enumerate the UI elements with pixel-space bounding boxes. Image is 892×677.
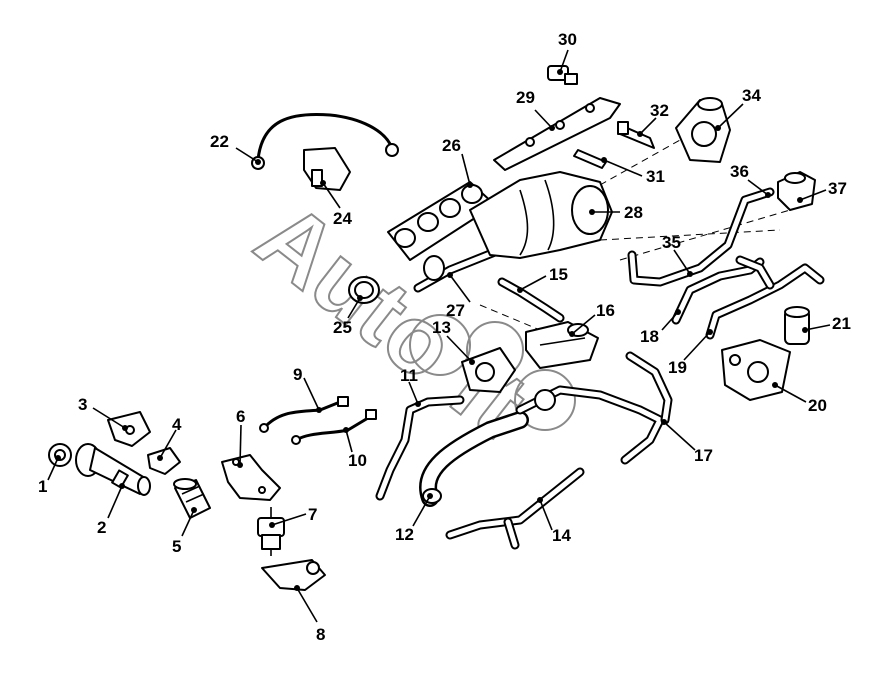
part-21-valve xyxy=(784,306,810,345)
callout-35: 35 xyxy=(662,233,681,252)
part-29-fuel-rail xyxy=(493,97,621,171)
part-28-intake-manifold xyxy=(469,171,613,259)
part-13-thermostat-housing xyxy=(461,347,516,393)
callout-2: 2 xyxy=(97,518,106,537)
part-5-filter xyxy=(173,478,211,519)
callout-24: 24 xyxy=(333,209,352,228)
callout-32: 32 xyxy=(650,101,669,120)
part-14-hose xyxy=(445,467,585,550)
part-6-mount-bracket xyxy=(221,454,281,501)
callout-25: 25 xyxy=(333,318,352,337)
callout-1: 1 xyxy=(38,477,47,496)
callout-20: 20 xyxy=(808,396,827,415)
part-15-pipe xyxy=(497,277,565,323)
part-19-hose xyxy=(705,263,825,340)
callout-12: 12 xyxy=(395,525,414,544)
part-22-cable xyxy=(251,112,399,170)
callout-labels: 1 2 3 4 5 6 7 8 9 10 11 12 13 14 15 16 1… xyxy=(38,30,851,644)
part-4-clip xyxy=(147,447,181,475)
callout-8: 8 xyxy=(316,625,325,644)
callout-15: 15 xyxy=(549,265,568,284)
part-12-large-hose xyxy=(419,411,529,507)
part-27-coolant-pipe xyxy=(413,245,505,293)
part-37-valve xyxy=(777,171,816,211)
callout-9: 9 xyxy=(293,365,302,384)
callout-34: 34 xyxy=(742,86,761,105)
callout-13: 13 xyxy=(432,318,451,337)
callout-27: 27 xyxy=(446,301,465,320)
callout-18: 18 xyxy=(640,327,659,346)
part-2-pipe xyxy=(75,443,151,496)
callout-11: 11 xyxy=(400,366,418,385)
callout-4: 4 xyxy=(172,415,182,434)
callout-7: 7 xyxy=(308,505,317,524)
part-9-sensor-wire xyxy=(259,396,349,433)
callout-26: 26 xyxy=(442,136,461,155)
hose-junction xyxy=(735,255,775,290)
callout-36: 36 xyxy=(730,162,749,181)
callout-31: 31 xyxy=(646,167,665,186)
part-7-rubber-mount xyxy=(257,507,285,556)
part-20-pump-housing xyxy=(721,339,791,401)
part-26-intake-gasket xyxy=(387,181,496,261)
leader-lines xyxy=(47,49,831,623)
callout-16: 16 xyxy=(596,301,615,320)
callout-21: 21 xyxy=(832,314,851,333)
callout-17: 17 xyxy=(694,446,713,465)
part-25-gasket xyxy=(348,276,380,304)
callout-28: 28 xyxy=(624,203,643,222)
callout-22: 22 xyxy=(210,132,229,151)
callout-3: 3 xyxy=(78,395,87,414)
part-30-sensor xyxy=(547,65,578,85)
part-24-module xyxy=(303,147,351,191)
part-11-hose xyxy=(375,395,465,501)
part-1-cap xyxy=(48,443,72,467)
part-3-bracket xyxy=(107,411,151,447)
callout-5: 5 xyxy=(172,537,181,556)
part-34-throttle-body xyxy=(675,97,731,163)
part-31-connector xyxy=(573,149,607,169)
part-16-expansion-tank xyxy=(525,321,599,369)
part-8-engine-bracket xyxy=(261,559,326,591)
part-17-hose xyxy=(515,351,673,465)
callout-14: 14 xyxy=(552,526,571,545)
callout-30: 30 xyxy=(558,30,577,49)
callout-29: 29 xyxy=(516,88,535,107)
alignment-lines xyxy=(479,139,791,331)
part-10-sensor-wire xyxy=(291,409,377,445)
callout-37: 37 xyxy=(828,179,847,198)
part-35-pipe xyxy=(627,187,775,287)
callout-19: 19 xyxy=(668,358,687,377)
callout-6: 6 xyxy=(236,407,245,426)
callout-10: 10 xyxy=(348,451,367,470)
